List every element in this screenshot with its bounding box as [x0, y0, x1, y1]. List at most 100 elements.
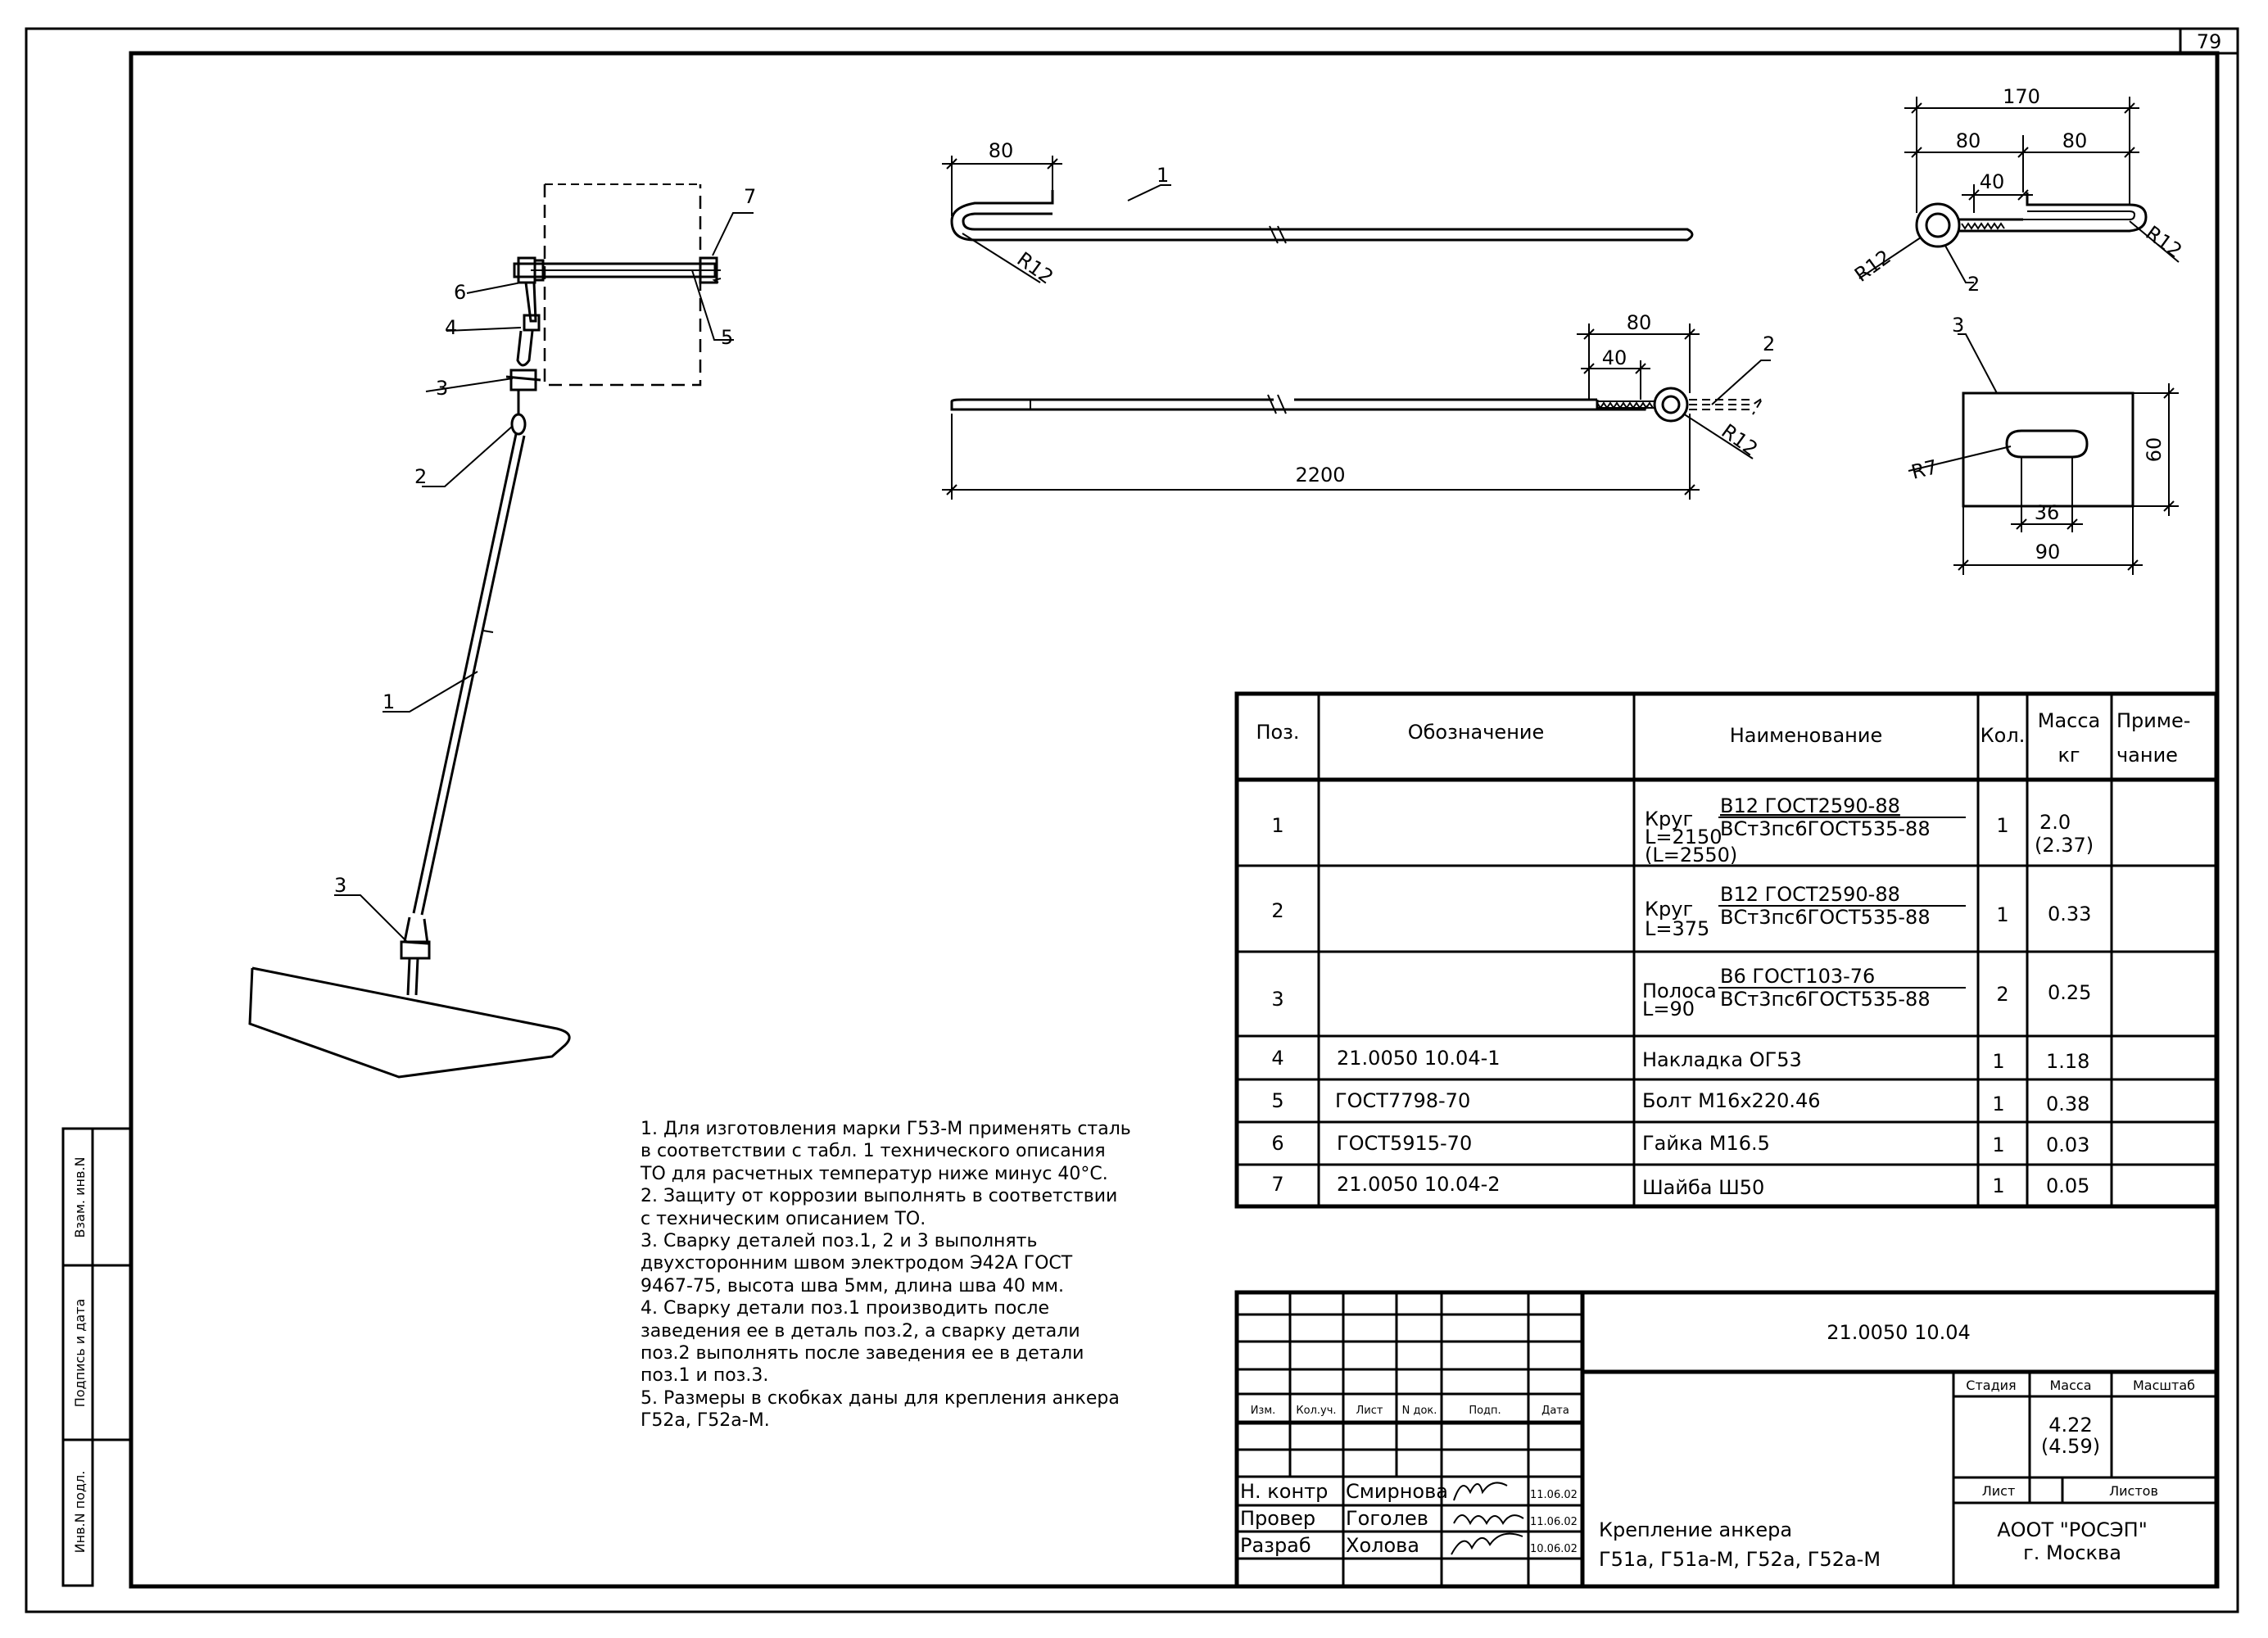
col-podp: Подп.	[1469, 1405, 1501, 1417]
part1-top-callout: 1	[1157, 164, 1169, 187]
row4-mass: 1.18	[2046, 1050, 2089, 1073]
sheet-number: 79	[2197, 30, 2222, 53]
row4-pos: 4	[1271, 1047, 1283, 1070]
signature-n-kontr	[1453, 1482, 1508, 1501]
part3-width: 90	[2035, 541, 2061, 563]
sheets-label: Листов	[2109, 1483, 2158, 1499]
doc-code: 21.0050 10.04	[1827, 1321, 1971, 1344]
col-data: Дата	[1541, 1405, 1569, 1417]
table-row: 5 ГОСТ7798-70 Болт М16х220.46 1 0.38	[1271, 1089, 2089, 1115]
header-mass-1: Масса	[2038, 709, 2101, 732]
spec-table: Поз. Обозначение Наименование Кол. Масса…	[1234, 691, 2219, 1209]
row5-qty: 1	[1992, 1093, 2004, 1115]
row3-name-prefix: Полоса	[1642, 980, 1717, 1002]
part1-side-length: 2200	[1295, 464, 1345, 486]
part3-radius: R7	[1909, 455, 1940, 484]
header-mass-2: кг	[2057, 744, 2080, 767]
part1-side-dim-40: 40	[1602, 346, 1627, 369]
row1-pos: 1	[1271, 814, 1283, 837]
note-line: в соответствии с табл. 1 технического оп…	[641, 1141, 1106, 1162]
part3-callout: 3	[1952, 314, 1964, 337]
note-line: заведения ее в деталь поз.2, а сварку де…	[641, 1320, 1080, 1342]
title-block: Изм. Кол.уч. Лист N док. Подп. Дата Н. к…	[1234, 1290, 2219, 1589]
row3-qty: 2	[1996, 983, 2008, 1006]
part2-callout: 2	[1967, 273, 1980, 296]
row1-qty: 1	[1996, 814, 2008, 837]
callout-3-upper: 3	[436, 377, 448, 400]
table-row: 1 Круг L=2150 (L=2550) В12 ГОСТ2590-88 В…	[1271, 794, 2094, 867]
title-line-2: Г51а, Г51а-М, Г52а, Г52а-М	[1599, 1548, 1881, 1571]
row4-designation: 21.0050 10.04-1	[1337, 1047, 1501, 1070]
row3-name-top: В6 ГОСТ103-76	[1720, 965, 1875, 988]
role-n-kontr: Н. контр	[1240, 1480, 1328, 1503]
row6-mass: 0.03	[2046, 1133, 2089, 1156]
header-pos: Поз.	[1256, 721, 1299, 744]
header-note-2: чание	[2116, 744, 2178, 767]
note-line: 3. Сварку деталей поз.1, 2 и 3 выполнять	[641, 1231, 1038, 1252]
row1-name-bottom: ВСт3пс6ГОСТ535-88	[1720, 817, 1931, 840]
signature-prover	[1453, 1514, 1524, 1526]
row4-name: Накладка ОГ53	[1642, 1048, 1802, 1071]
table-row: 6 ГОСТ5915-70 Гайка М16.5 1 0.03	[1271, 1132, 2089, 1156]
part2-radius-left: R12	[1850, 245, 1895, 286]
sheet-label: Лист	[1982, 1483, 2016, 1499]
header-designation: Обозначение	[1408, 721, 1545, 744]
row6-designation: ГОСТ5915-70	[1337, 1132, 1472, 1155]
row2-name-bottom: ВСт3пс6ГОСТ535-88	[1720, 906, 1931, 929]
row1-name-length: L=2150	[1645, 826, 1723, 848]
side-stamp: Взам. инв.N Подпись и дата Инв.N подл.	[61, 1127, 131, 1587]
part2-radius-right: R12	[2141, 221, 2186, 262]
row1-mass-alt: (2.37)	[2035, 834, 2094, 857]
note-line: 5. Размеры в скобках даны для крепления …	[641, 1387, 1120, 1409]
note-line: Г52а, Г52а-М.	[641, 1410, 770, 1432]
date-razrab: 10.06.02	[1530, 1543, 1578, 1555]
row7-designation: 21.0050 10.04-2	[1337, 1173, 1501, 1196]
title-line-1: Крепление анкера	[1599, 1518, 1792, 1541]
stamp-inv-podl: Инв.N подл.	[72, 1471, 88, 1554]
part2-view: 170 80 80 40 R12 R12 2	[1850, 85, 2186, 296]
note-line: с техническим описанием ТО.	[641, 1208, 926, 1229]
row6-pos: 6	[1271, 1132, 1283, 1155]
row7-mass: 0.05	[2046, 1174, 2089, 1197]
mass-value: 4.22	[2048, 1414, 2092, 1437]
col-kol-uch: Кол.уч.	[1296, 1405, 1336, 1417]
stamp-podpis-data: Подпись и дата	[72, 1299, 88, 1408]
date-prover: 11.06.02	[1530, 1516, 1578, 1528]
row2-name-length: L=375	[1645, 917, 1709, 940]
callout-1: 1	[383, 690, 395, 713]
header-name: Наименование	[1730, 724, 1883, 747]
row3-mass: 0.25	[2048, 981, 2091, 1004]
part3-height: 60	[2143, 437, 2166, 463]
callout-6: 6	[454, 281, 466, 304]
row6-name: Гайка М16.5	[1642, 1132, 1770, 1155]
row3-pos: 3	[1271, 988, 1283, 1011]
part1-side-callout: 2	[1763, 333, 1775, 355]
row3-name-bottom: ВСт3пс6ГОСТ535-88	[1720, 988, 1931, 1011]
part1-top-dim-80: 80	[989, 139, 1014, 162]
row7-pos: 7	[1271, 1173, 1283, 1196]
date-n-kontr: 11.06.02	[1530, 1489, 1578, 1501]
row2-pos: 2	[1271, 899, 1283, 922]
stage-label: Стадия	[1966, 1378, 2016, 1393]
col-list: Лист	[1356, 1405, 1383, 1417]
header-qty: Кол.	[1981, 724, 2026, 747]
stamp-inv-vzam: Взам. инв.N	[72, 1157, 88, 1238]
notes-block: 1. Для изготовления марки Г53-М применят…	[641, 1118, 1230, 1432]
callout-2: 2	[414, 465, 427, 488]
name-prover: Гоголев	[1346, 1507, 1428, 1530]
row5-pos: 5	[1271, 1089, 1283, 1112]
part1-side-view: 80 40 2200 2 R12	[942, 311, 1775, 500]
callout-4: 4	[445, 316, 457, 339]
role-razrab: Разраб	[1240, 1534, 1311, 1557]
table-row: 3 Полоса L=90 В6 ГОСТ103-76 ВСт3пс6ГОСТ5…	[1271, 965, 2091, 1020]
col-n-dok: N док.	[1402, 1405, 1437, 1417]
part1-side-dim-80: 80	[1627, 311, 1652, 334]
note-line: 4. Сварку детали поз.1 производить после	[641, 1298, 1050, 1319]
note-line: 9467-75, высота шва 5мм, длина шва 40 мм…	[641, 1275, 1065, 1296]
org-line-2: г. Москва	[2023, 1541, 2121, 1564]
part3-slot: 36	[2035, 501, 2060, 524]
row5-designation: ГОСТ7798-70	[1335, 1089, 1470, 1112]
scale-label: Масштаб	[2133, 1378, 2195, 1393]
table-row: 7 21.0050 10.04-2 Шайба Ш50 1 0.05	[1271, 1173, 2089, 1199]
